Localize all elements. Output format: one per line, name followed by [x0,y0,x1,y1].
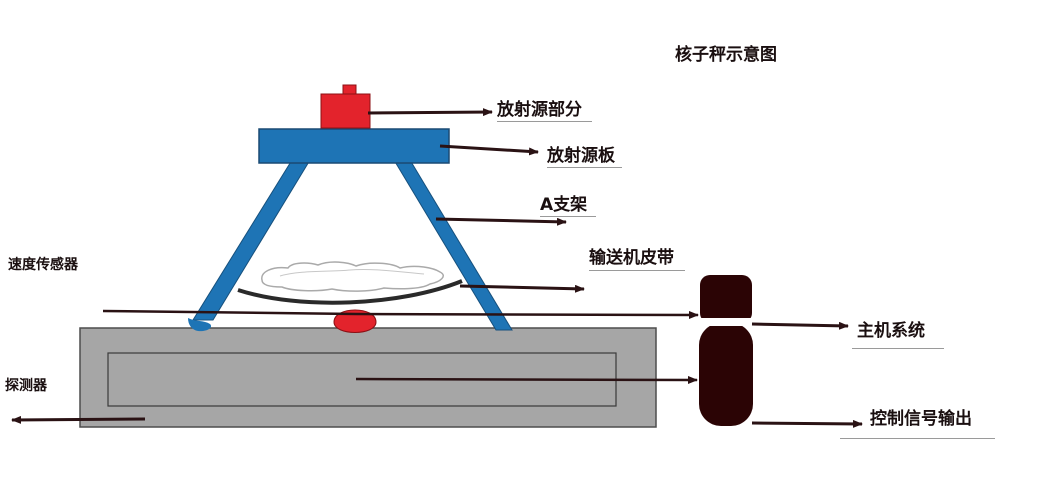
arrow-conveyor-belt [459,284,585,293]
label-conveyor-belt: 输送机皮带 [589,248,674,268]
underline-radiation-source [497,121,592,122]
conveyor-belt [237,279,463,305]
arrow-detector-host [355,375,698,384]
label-speed-sensor: 速度传感器 [8,257,78,273]
label-detector: 探测器 [5,378,47,394]
speed-sensor [333,309,377,333]
material-pile [261,261,444,292]
label-source-plate: 放射源板 [547,146,615,166]
arrow-a-frame [435,217,567,226]
radiation-source [320,84,371,129]
arrow-detector [11,415,146,424]
source-plate [258,128,450,164]
label-a-frame: A支架 [540,195,588,215]
a-frame [188,159,513,332]
diagram-title: 核子秤示意图 [675,45,777,65]
underline-conveyor-belt [589,270,685,271]
underline-a-frame [540,216,596,217]
host-system [699,275,753,426]
pointer-arrows [11,108,863,428]
arrow-source-plate [439,144,539,156]
arrow-sensor-host [355,310,699,319]
arrow-host-system [751,321,849,330]
label-radiation-source: 放射源部分 [497,100,582,120]
arrow-control-output [751,419,863,428]
label-control-output: 控制信号输出 [870,409,972,429]
arrow-radiation-source [367,108,493,117]
underline-source-plate [547,167,622,168]
label-host-system: 主机系统 [857,321,925,341]
detector-box [79,327,657,428]
underline-host-system [852,348,944,349]
underline-control-output [840,438,995,439]
arrow-speed-line [102,309,357,316]
